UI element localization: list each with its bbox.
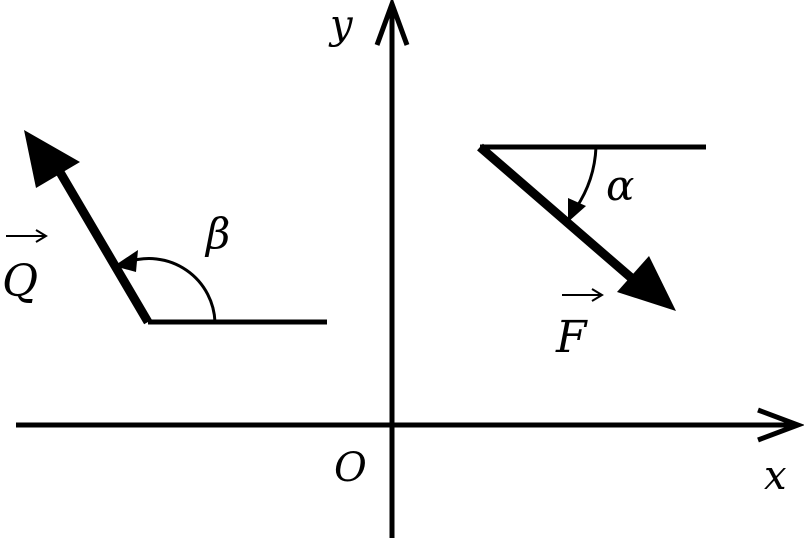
beta-arc-arrowhead [114,250,138,272]
q-vector-label: Q [2,229,48,307]
y-axis-label: y [328,2,354,48]
origin-label: O [334,445,367,491]
f-shaft [477,143,639,286]
f-label-text: F [555,312,588,363]
y-axis [374,0,410,538]
q-arrowhead [24,130,80,188]
vector-f [477,143,706,311]
alpha-label: α [606,161,634,210]
alpha-arc-arrowhead [568,198,586,222]
x-axis-label: x [764,453,787,499]
x-axis [16,407,804,443]
q-label-text: Q [2,256,38,307]
f-vector-label: F [555,288,604,363]
alpha-angle-arc [574,146,598,209]
vector-q [24,130,327,325]
beta-label: β [204,209,230,258]
q-shaft [50,159,152,325]
f-arrowhead [617,256,676,311]
beta-angle-arc [127,257,217,323]
